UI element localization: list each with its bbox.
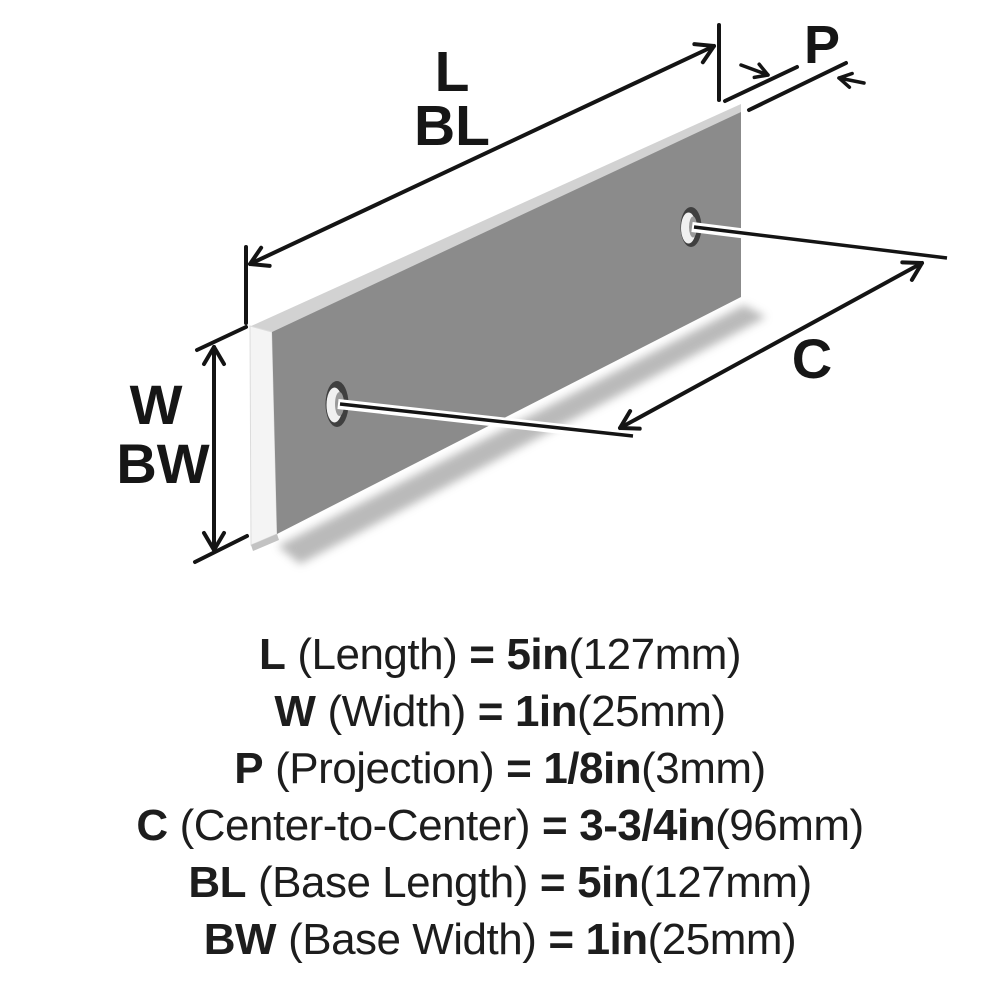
- spec-row-base-length: BL(Base Length)=5in(127mm): [0, 854, 1000, 911]
- spec-name: (Width): [327, 687, 466, 736]
- spec-value: 3-3/4in: [579, 801, 716, 850]
- spec-name: (Base Width): [288, 915, 537, 964]
- label-length: L: [435, 40, 470, 104]
- projection-line-back: [723, 65, 799, 103]
- spec-metric: (25mm): [577, 687, 726, 736]
- spec-name: (Projection): [275, 744, 495, 793]
- spec-symbol: W: [274, 687, 316, 736]
- spec-list: L(Length)=5in(127mm) W(Width)=1in(25mm) …: [0, 626, 1000, 968]
- plate-left-face-bottom-edge: [251, 534, 279, 551]
- spec-row-projection: P(Projection)=1/8in(3mm): [0, 740, 1000, 797]
- spec-symbol: L: [258, 630, 286, 679]
- spec-row-base-width: BW(Base Width)=1in(25mm): [0, 911, 1000, 968]
- spec-symbol: BW: [203, 915, 277, 964]
- width-extension-tick-bottom: [193, 534, 249, 564]
- spec-equals: =: [542, 801, 568, 850]
- spec-metric: (96mm): [715, 801, 864, 850]
- label-projection: P: [804, 15, 840, 75]
- center-dimension-line: [618, 260, 924, 431]
- spec-equals: =: [506, 744, 532, 793]
- spec-value: 5in: [577, 858, 640, 907]
- projection-line-front: [747, 61, 848, 112]
- spec-value: 5in: [506, 630, 569, 679]
- label-width: W: [130, 373, 183, 436]
- spec-equals: =: [469, 630, 495, 679]
- projection-arrow-left: [739, 62, 770, 80]
- spec-row-width: W(Width)=1in(25mm): [0, 683, 1000, 740]
- label-center-to-center: C: [792, 327, 832, 390]
- label-base-length: BL: [414, 94, 490, 158]
- dimension-projection: [723, 61, 866, 112]
- spec-value: 1/8in: [543, 744, 642, 793]
- spec-row-center-to-center: C(Center-to-Center)=3-3/4in(96mm): [0, 797, 1000, 854]
- label-base-width: BW: [116, 432, 209, 495]
- spec-metric: (127mm): [568, 630, 742, 679]
- dimension-center-to-center: [618, 260, 924, 431]
- length-dimension-line: [248, 42, 716, 268]
- projection-arrow-right: [837, 71, 866, 89]
- spec-value: 1in: [514, 687, 578, 736]
- dimension-width: [193, 325, 249, 564]
- spec-name: (Length): [297, 630, 458, 679]
- spec-equals: =: [539, 858, 566, 907]
- spec-value: 1in: [585, 915, 649, 964]
- spec-metric: (3mm): [641, 744, 766, 793]
- spec-equals: =: [548, 915, 574, 964]
- spec-name: (Base Length): [257, 858, 528, 907]
- spec-metric: (25mm): [647, 915, 797, 964]
- spec-name: (Center-to-Center): [179, 801, 531, 850]
- dimension-length: [244, 23, 721, 325]
- spec-row-length: L(Length)=5in(127mm): [0, 626, 1000, 683]
- plate-front-face: [272, 112, 741, 534]
- spec-metric: (127mm): [639, 858, 812, 907]
- width-extension-tick-top: [195, 325, 248, 352]
- spec-symbol: P: [234, 744, 264, 793]
- spec-symbol: C: [136, 801, 168, 850]
- hole-leader-right: [691, 222, 949, 264]
- hole-leader-left: [337, 399, 635, 442]
- spec-symbol: BL: [188, 858, 246, 907]
- spec-equals: =: [477, 687, 504, 736]
